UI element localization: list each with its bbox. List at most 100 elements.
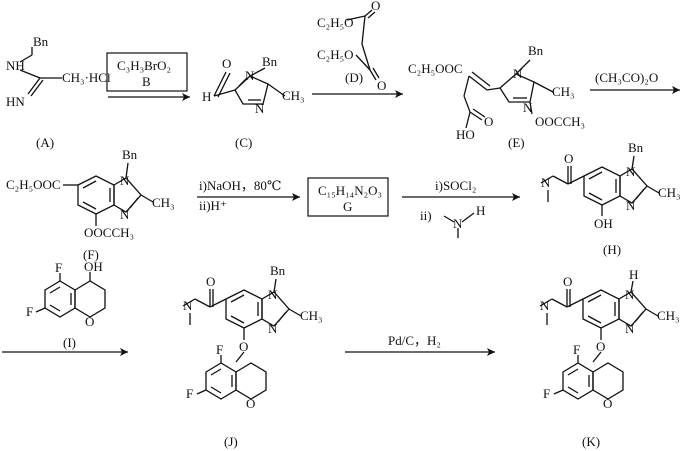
K-o-ring: O	[603, 396, 612, 411]
K-o-ether: O	[596, 339, 605, 354]
J-o-ether: O	[239, 339, 248, 354]
compound-A: Bn NH HN CH₃·HCl (A)	[6, 34, 111, 150]
K-nme2: N	[540, 298, 550, 313]
compound-K: N O N N H CH₃ O F F O (K)	[539, 267, 680, 449]
arrow-E-to-F: (CH₃CO)₂O	[590, 70, 680, 94]
K-h: H	[629, 267, 638, 282]
J-o: O	[206, 274, 215, 289]
C-o: O	[222, 56, 231, 71]
arrow-J-to-K: Pd/C，H₂	[345, 333, 495, 356]
compound-G: C₁₅H₁₄N₂O₃ G	[307, 177, 389, 217]
F-bn: Bn	[122, 147, 138, 162]
reagent-G-to-H-2: ii)	[420, 208, 432, 223]
I-f2: F	[26, 304, 33, 319]
C-h: H	[202, 89, 211, 104]
K-label: (K)	[582, 434, 600, 449]
G-formula: C₁₅H₁₄N₂O₃	[318, 183, 382, 198]
A-bn: Bn	[33, 34, 49, 49]
compound-F: C₂H₅OOC N N Bn CH₃ OOCCH₃ (F)	[6, 147, 175, 262]
compound-E: C₂H₅OOC N N Bn CH₃ O HO OOCCH₃ (E)	[408, 43, 585, 150]
arrow-to-J	[2, 348, 128, 356]
I-f1: F	[55, 260, 62, 275]
J-nme2: N	[183, 298, 193, 313]
A-salt: CH₃·HCl	[62, 70, 111, 85]
reagent-E-to-F: (CH₃CO)₂O	[595, 70, 658, 85]
J-o-ring: O	[246, 396, 255, 411]
D-et2: C₂H₅O	[317, 47, 354, 62]
C-me: CH₃	[282, 88, 305, 103]
C-n1: N	[245, 68, 255, 83]
D-o1: O	[371, 0, 380, 13]
C-bn: Bn	[262, 54, 278, 69]
G-name: G	[343, 199, 352, 214]
arrow-C-to-E: C₂H₅O O C₂H₅O O (D)	[312, 0, 403, 98]
I-oh: OH	[84, 259, 103, 274]
J-n3: N	[268, 321, 278, 336]
K-me: CH₃	[657, 308, 680, 323]
E-ester: C₂H₅OOC	[408, 61, 463, 76]
E-me: CH₃	[552, 84, 575, 99]
A-label: (A)	[36, 135, 54, 150]
H-n3: N	[626, 198, 636, 213]
G-to-H-amine-n: N	[453, 216, 463, 231]
C-n3: N	[255, 101, 265, 116]
F-n3: N	[120, 207, 130, 222]
H-label: (H)	[603, 242, 621, 257]
J-me: CH₃	[300, 308, 323, 323]
E-o: O	[484, 114, 493, 129]
J-f1: F	[216, 342, 223, 357]
E-acid: HO	[456, 127, 475, 142]
F-oac: OOCCH₃	[84, 225, 134, 240]
compound-I: F F OH O (I)	[26, 259, 106, 350]
reagent-J-to-K: Pd/C，H₂	[388, 333, 441, 348]
arrow-A-to-C: C₃H₃BrO₂ B	[106, 52, 190, 101]
I-label: (I)	[63, 335, 76, 350]
H-o: O	[564, 151, 573, 166]
E-n1: N	[513, 66, 523, 81]
reagent-box-B	[106, 52, 188, 92]
compound-G-box	[307, 177, 389, 217]
F-n1: N	[120, 173, 130, 188]
D-label: (D)	[345, 70, 363, 85]
compound-J: N O N N Bn CH₃ O F F O (J)	[182, 263, 323, 449]
reagent-F-to-G-1: i)NaOH，80℃	[199, 178, 281, 193]
J-label: (J)	[224, 434, 238, 449]
reagent-B-name: B	[142, 74, 151, 89]
A-nh: NH	[6, 58, 25, 73]
C-label: (C)	[235, 135, 252, 150]
J-n1: N	[268, 287, 278, 302]
E-n3: N	[523, 100, 533, 115]
K-o: O	[563, 274, 572, 289]
reagent-G-to-H-1: i)SOCl₂	[435, 178, 476, 193]
arrow-G-to-H: i)SOCl₂ ii) N H	[402, 178, 520, 238]
A-hn: HN	[6, 94, 25, 109]
J-bn: Bn	[270, 263, 286, 278]
arrow-F-to-G: i)NaOH，80℃ ii)H⁺	[197, 178, 300, 213]
compound-H: N O N N Bn CH₃ OH (H)	[540, 140, 681, 257]
H-nme2: N	[541, 175, 551, 190]
D-o2: O	[377, 78, 386, 93]
E-bn: Bn	[528, 43, 544, 58]
K-n1: N	[625, 287, 635, 302]
G-to-H-amine-h: H	[476, 203, 485, 218]
D-et1: C₂H₅O	[317, 15, 354, 30]
F-ester: C₂H₅OOC	[6, 177, 61, 192]
compound-C: O H N N Bn CH₃ (C)	[202, 54, 305, 150]
H-n1: N	[626, 164, 636, 179]
E-label: (E)	[508, 135, 525, 150]
J-f2: F	[186, 386, 193, 401]
reagent-F-to-G-2: ii)H⁺	[199, 198, 227, 213]
K-f1: F	[573, 342, 580, 357]
F-label: (F)	[83, 247, 99, 262]
K-n3: N	[625, 321, 635, 336]
reagent-B-formula: C₃H₃BrO₂	[117, 58, 171, 73]
F-me: CH₃	[152, 195, 175, 210]
H-bn: Bn	[628, 140, 644, 155]
H-oh: OH	[594, 216, 613, 231]
I-o: O	[85, 314, 94, 329]
E-oac: OOCCH₃	[535, 114, 585, 129]
H-me: CH₃	[658, 185, 681, 200]
K-f2: F	[543, 386, 550, 401]
